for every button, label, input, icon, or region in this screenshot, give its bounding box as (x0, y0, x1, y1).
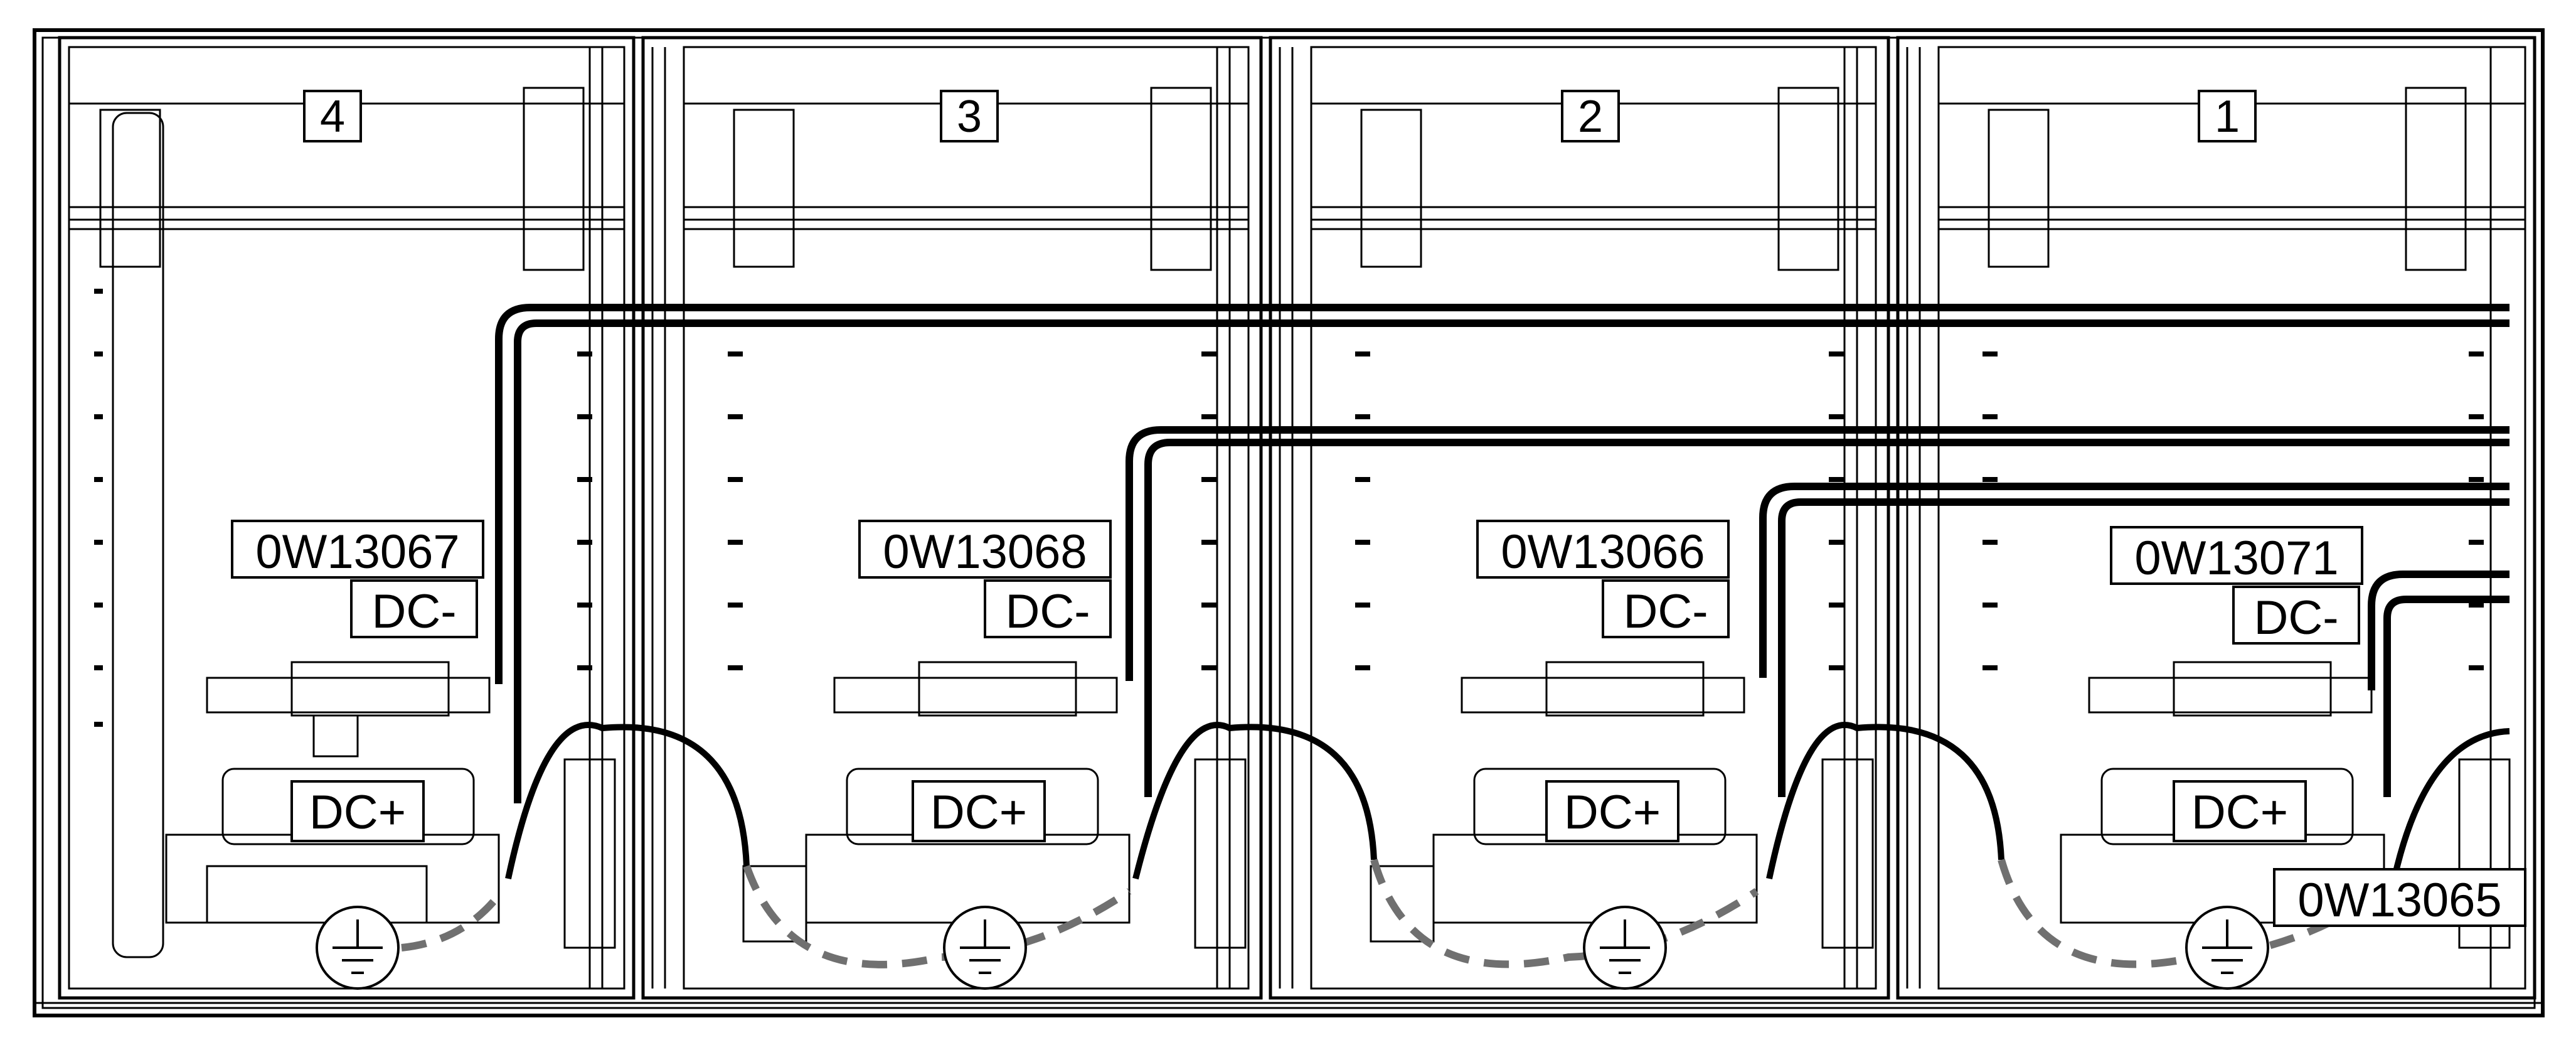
cabinet-1 (1896, 36, 2536, 1000)
dc-minus-label: DC- (371, 585, 456, 638)
dc-minus-label: DC- (1005, 585, 1090, 638)
cabinet-number-1: 1 (2215, 92, 2240, 142)
dc-plus-label: DC+ (309, 786, 406, 839)
cable-id-0W13065: 0W13065 (2297, 874, 2501, 927)
dc-plus-arch-cables (505, 722, 2510, 898)
ground-symbols (316, 906, 2269, 990)
ground-cable-label: 0W13065 (2273, 868, 2526, 927)
cabinet-4 (58, 36, 636, 1000)
dc-plus-labels: DC+ DC+ DC+ DC+ (290, 780, 2307, 842)
dc-plus-label: DC+ (1564, 786, 1661, 839)
dc-minus-labels: DC- DC- DC- DC- (350, 579, 2360, 645)
cabinet-number-labels: 4 3 2 1 (303, 90, 2257, 142)
dc-plus-label: DC+ (930, 786, 1027, 839)
cabinet-number-4: 4 (320, 92, 345, 142)
cable-id-0W13066: 0W13066 (1501, 525, 1705, 579)
dc-minus-label: DC- (1623, 585, 1708, 638)
cabinet-2 (1269, 36, 1890, 1000)
cable-id-0W13068: 0W13068 (883, 525, 1087, 579)
cable-id-labels: 0W13067 0W13068 0W13066 0W13071 (231, 520, 2363, 585)
cable-id-0W13067: 0W13067 (255, 525, 459, 579)
dc-minus-label: DC- (2254, 591, 2338, 645)
dc-plus-label: DC+ (2191, 786, 2288, 839)
cabinet-number-3: 3 (957, 92, 982, 142)
ground-cables (401, 859, 2387, 968)
dc-cables (495, 304, 2509, 803)
ground-symbol-icon (1583, 906, 1667, 990)
ground-symbol-icon (943, 906, 1027, 990)
cabinet-number-2: 2 (1578, 92, 1603, 142)
cable-id-0W13071: 0W13071 (2134, 532, 2338, 585)
cabinet-3 (641, 36, 1263, 1000)
ground-symbol-icon (316, 906, 400, 990)
ground-symbol-icon (2185, 906, 2269, 990)
